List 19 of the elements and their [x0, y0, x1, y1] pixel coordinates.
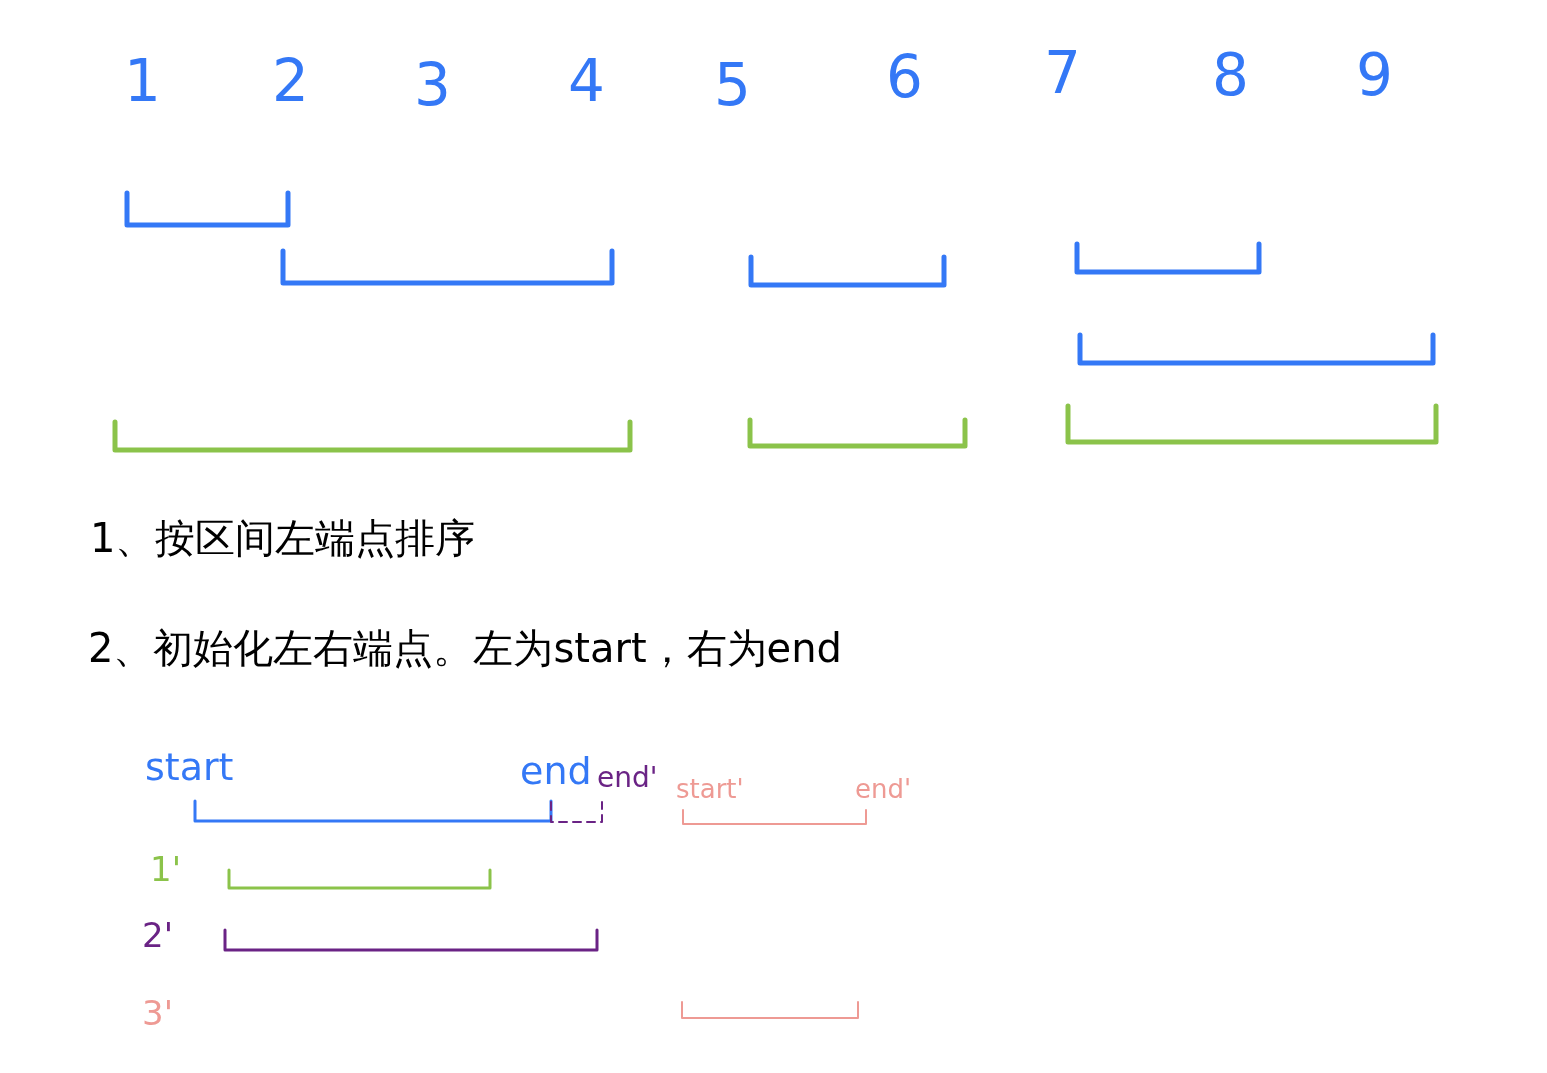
number-label: 2	[272, 52, 309, 110]
number-label: 6	[886, 48, 923, 106]
number-label: 9	[1356, 46, 1393, 104]
number-label: 8	[1212, 46, 1249, 104]
number-label: 5	[714, 56, 751, 114]
row-label: 1'	[150, 852, 181, 886]
endpoint-label: end'	[855, 776, 912, 802]
step-text: 2、初始化左右端点。左为start，右为end	[88, 628, 842, 668]
step-text: 1、按区间左端点排序	[90, 518, 476, 558]
number-label: 1	[124, 52, 161, 110]
number-label: 7	[1044, 44, 1081, 102]
row-label: 2'	[142, 918, 173, 952]
endpoint-label: end'	[597, 764, 658, 792]
endpoint-label: end	[520, 752, 592, 790]
row-label: 3'	[142, 996, 173, 1030]
endpoint-label: start'	[676, 776, 744, 802]
number-label: 4	[568, 52, 605, 110]
endpoint-label: start	[145, 748, 234, 786]
number-label: 3	[414, 56, 451, 114]
